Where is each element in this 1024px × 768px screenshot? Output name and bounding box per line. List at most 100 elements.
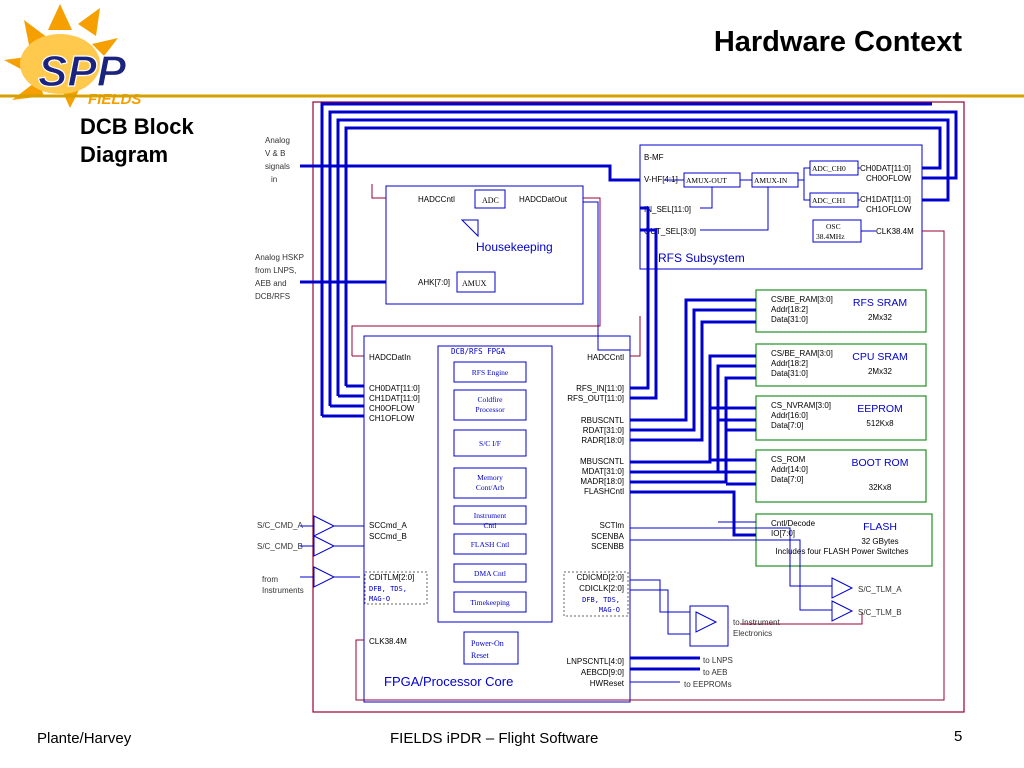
pin-sccmd-a: SCCmd_A xyxy=(369,521,407,530)
rfs-ch0dat: CH0DAT[11:0] xyxy=(860,164,911,173)
memory-size: 32Kx8 xyxy=(869,483,892,492)
fpga-block-box xyxy=(453,591,527,613)
memory-pin: CS_ROM xyxy=(771,455,806,464)
pin-rfs-in: RFS_IN[11:0] xyxy=(576,384,624,393)
sc-cmd-a-receiver-icon xyxy=(313,515,336,537)
fpga-block-box xyxy=(453,533,527,555)
memory-pin: Data[31:0] xyxy=(771,315,808,324)
instrument-driver-triangle-icon xyxy=(695,611,718,633)
analog-vb-label-3: in xyxy=(271,175,277,184)
analog-hskp-label-0: Analog HSKP xyxy=(255,253,304,262)
fpga-block-label: FLASH Cntl xyxy=(471,540,510,549)
from-instruments-label-0: from xyxy=(262,575,278,584)
fpga-block-box xyxy=(453,429,527,457)
memory-note: Includes four FLASH Power Switches xyxy=(776,547,909,556)
fpga-block-label: Timekeeping xyxy=(470,598,510,607)
power-on-reset-1: Reset xyxy=(471,651,490,660)
pin-sctlm: SCTlm xyxy=(600,521,625,530)
rfs-vhf: V-HF[4:1] xyxy=(644,175,678,184)
rfs-osc-0: OSC xyxy=(826,222,841,231)
hk-buffer-icon xyxy=(460,219,479,238)
pin-hwreset: HWReset xyxy=(590,679,625,688)
page-title: Hardware Context xyxy=(713,26,962,58)
fpga-block-box xyxy=(453,505,527,525)
hk-adc-box xyxy=(474,189,506,209)
footer-left: Plante/Harvey xyxy=(37,730,132,747)
rfs-ch1dat: CH1DAT[11:0] xyxy=(860,195,911,204)
memory-size: 2Mx32 xyxy=(868,367,893,376)
pin-ch1oflow: CH1OFLOW xyxy=(369,414,415,423)
memory-name: FLASH xyxy=(863,521,897,533)
pin-scenba: SCENBA xyxy=(591,532,625,541)
outer-frame xyxy=(312,101,965,713)
analog-hskp-label-2: AEB and xyxy=(255,279,287,288)
memory-pin: Addr[18:2] xyxy=(771,359,808,368)
fpga-block-box xyxy=(453,467,527,499)
fpga-block-label: S/C I/F xyxy=(479,439,501,448)
memory-pin: Data[7:0] xyxy=(771,475,803,484)
pin-ch1dat: CH1DAT[11:0] xyxy=(369,394,420,403)
sc-cmd-b-receiver-icon xyxy=(313,535,336,557)
fpga-block-label: Cont/Arb xyxy=(476,483,505,492)
rfs-title: RFS Subsystem xyxy=(658,251,745,265)
fpga-block-label: Coldfire xyxy=(478,395,504,404)
pin-cdicmd-sub-0: DFB, TDS, xyxy=(582,596,620,604)
sc-tlm-a-driver-icon xyxy=(831,577,854,599)
pin-cdiclk: CDICLK[2:0] xyxy=(579,584,624,593)
page-number: 5 xyxy=(954,728,963,745)
pin-cdicmd-sub-1: MAG-O xyxy=(599,606,620,614)
rfs-ch0oflow: CH0OFLOW xyxy=(866,174,912,183)
hk-hadcdatout: HADCDatOut xyxy=(519,195,568,204)
fpga-block-label: Instrument xyxy=(474,511,507,520)
analog-vb-label-2: signals xyxy=(265,162,290,171)
fpga-block-box xyxy=(453,563,527,583)
memory-size: 512Kx8 xyxy=(866,419,894,428)
memory-pin: CS_NVRAM[3:0] xyxy=(771,401,831,410)
pin-madr: MADR[18:0] xyxy=(580,477,624,486)
logo-text: SPP xyxy=(38,47,127,96)
rfs-ch1oflow: CH1OFLOW xyxy=(866,205,912,214)
sc-cmd-a-label: S/C_CMD_A xyxy=(257,521,303,530)
memory-name: RFS SRAM xyxy=(853,297,907,309)
hk-title: Housekeeping xyxy=(476,240,553,254)
memory-box xyxy=(755,395,927,441)
fpga-block-label: Processor xyxy=(475,405,505,414)
pin-cdicmd: CDICMD[2:0] xyxy=(576,573,624,582)
memory-size: 32 GBytes xyxy=(861,537,898,546)
rfs-bmf: B-MF xyxy=(644,153,664,162)
hk-amux: AMUX xyxy=(462,279,487,288)
rfs-in-sel: IN_SEL[11:0] xyxy=(644,205,691,214)
memory-pin: IO[7:0] xyxy=(771,529,795,538)
rfs-amux-out: AMUX-OUT xyxy=(686,176,727,185)
power-on-reset-0: Power-On xyxy=(471,639,504,648)
memory-name: CPU SRAM xyxy=(852,351,907,363)
pin-scenbb: SCENBB xyxy=(591,542,624,551)
cdicmd-dashed-box xyxy=(563,571,629,617)
fpga-inner-title: DCB/RFS FPGA xyxy=(451,347,506,356)
pin-mbuscntl: MBUSCNTL xyxy=(580,457,625,466)
memory-pin: Cntl/Decode xyxy=(771,519,816,528)
fpga-title: FPGA/Processor Core xyxy=(384,674,513,689)
footer-center: FIELDS iPDR – Flight Software xyxy=(390,730,599,747)
hk-amux-box xyxy=(456,271,496,293)
memory-pin: CS/BE_RAM[3:0] xyxy=(771,349,833,358)
rfs-subsystem-box xyxy=(639,144,923,270)
sc-cmd-b-label: S/C_CMD_B xyxy=(257,542,303,551)
fpga-block-label: DMA Cntl xyxy=(474,569,506,578)
pin-radr: RADR[18:0] xyxy=(581,436,624,445)
instrument-receiver-icon xyxy=(313,566,336,588)
sun-icon xyxy=(20,34,100,94)
to-aeb-label: to AEB xyxy=(703,668,727,677)
pin-ch0dat: CH0DAT[11:0] xyxy=(369,384,420,393)
rfs-clk: CLK38.4M xyxy=(876,227,914,236)
fpga-block-box xyxy=(453,361,527,383)
pin-mdat: MDAT[31:0] xyxy=(582,467,624,476)
rfs-amux-in: AMUX-IN xyxy=(754,176,788,185)
analog-vb-label-1: V & B xyxy=(265,149,285,158)
rfs-out-sel: OUT_SEL[3:0] xyxy=(644,227,696,236)
memory-box xyxy=(755,289,927,333)
pin-cditlm: CDITLM[2:0] xyxy=(369,573,414,582)
memory-pin: Data[31:0] xyxy=(771,369,808,378)
